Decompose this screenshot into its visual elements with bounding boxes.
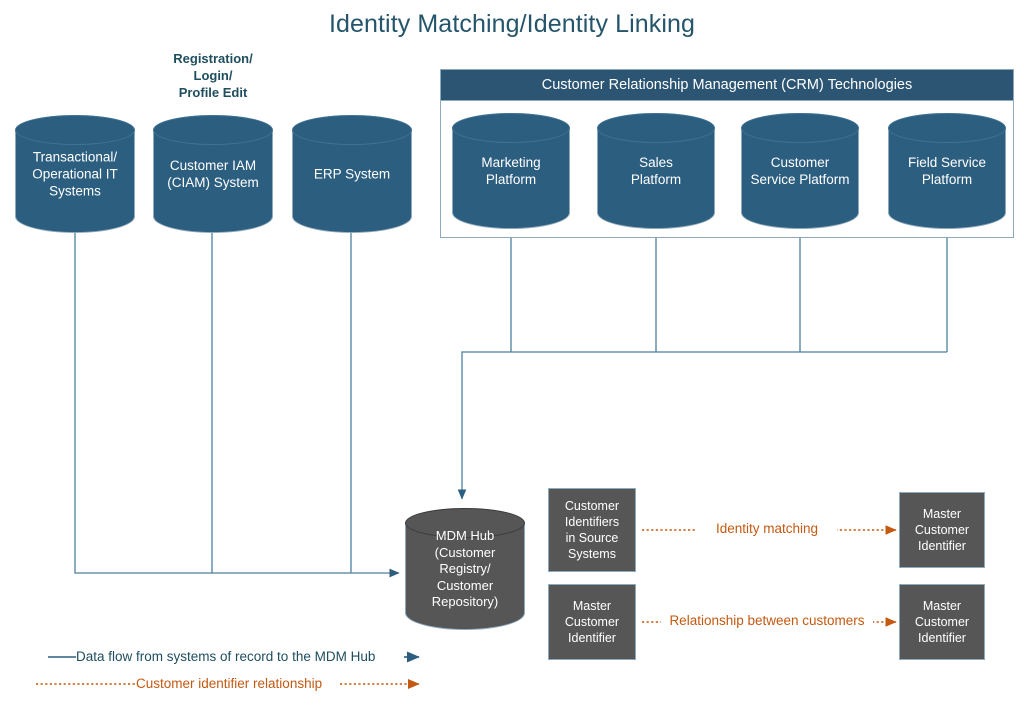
cylinder-top-cap [292,115,412,145]
page-title: Identity Matching/Identity Linking [328,10,696,38]
relationship-label-relationship-between-customers: Relationship between customers [661,613,873,628]
cylinder-top-cap [597,113,715,143]
cylinder-label: Customer IAM (CIAM) System [167,158,259,190]
cylinder-top-cap [15,115,135,145]
cylinder-erp-system[interactable]: ERP System [292,115,412,233]
cylinder-customer-service-platform[interactable]: Customer Service Platform [741,113,859,229]
cylinder-label: Marketing Platform [481,155,541,187]
box-master-customer-identifier-source-2[interactable]: Master Customer Identifier [548,584,636,660]
cylinder-label: ERP System [313,166,391,182]
cylinder-label: Sales Platform [630,155,682,187]
cylinder-mdm-hub[interactable]: MDM Hub (Customer Registry/ Customer Rep… [405,508,525,630]
ciam-caption: Registration/ Login/ Profile Edit [173,51,253,100]
legend-item-data-flow: Data flow from systems of record to the … [76,649,376,664]
cylinder-top-cap [153,115,273,145]
cylinder-sales-platform[interactable]: Sales Platform [597,113,715,229]
cylinder-label: Customer Service Platform [750,155,850,187]
legend-item-identifier-relationship: Customer identifier relationship [136,676,323,691]
box-customer-identifiers-in-source-systems[interactable]: Customer Identifiers in Source Systems [548,488,636,572]
cylinder-field-service-platform[interactable]: Field Service Platform [888,113,1006,229]
box-label: Master Customer Identifier [564,599,620,645]
cylinder-label: MDM Hub (Customer Registry/ Customer Rep… [431,527,499,609]
box-master-customer-identifier-target-1[interactable]: Master Customer Identifier [899,492,985,568]
cylinder-top-cap [888,113,1006,143]
box-label: Customer Identifiers in Source Systems [564,499,620,561]
relationship-label-text: Relationship between customers [669,613,865,628]
cylinder-marketing-platform[interactable]: Marketing Platform [452,113,570,229]
relationship-label-text: Identity matching [715,521,819,536]
cylinder-label: Field Service Platform [907,155,987,187]
cylinder-customer-iam-ciam-system[interactable]: Customer IAM (CIAM) System [153,115,273,233]
relationship-label-identity-matching: Identity matching [697,521,837,536]
crm-group-header: Customer Relationship Management (CRM) T… [440,69,1014,101]
cylinder-transactional-operational-it-systems[interactable]: Transactional/ Operational IT Systems [15,115,135,233]
box-label: Master Customer Identifier [914,507,970,553]
cylinder-top-cap [741,113,859,143]
crm-group-header-label: Customer Relationship Management (CRM) T… [541,77,913,93]
cylinder-top-cap [452,113,570,143]
cylinder-label: Transactional/ Operational IT Systems [32,149,118,199]
box-label: Master Customer Identifier [914,599,970,645]
box-master-customer-identifier-target-2[interactable]: Master Customer Identifier [899,584,985,660]
